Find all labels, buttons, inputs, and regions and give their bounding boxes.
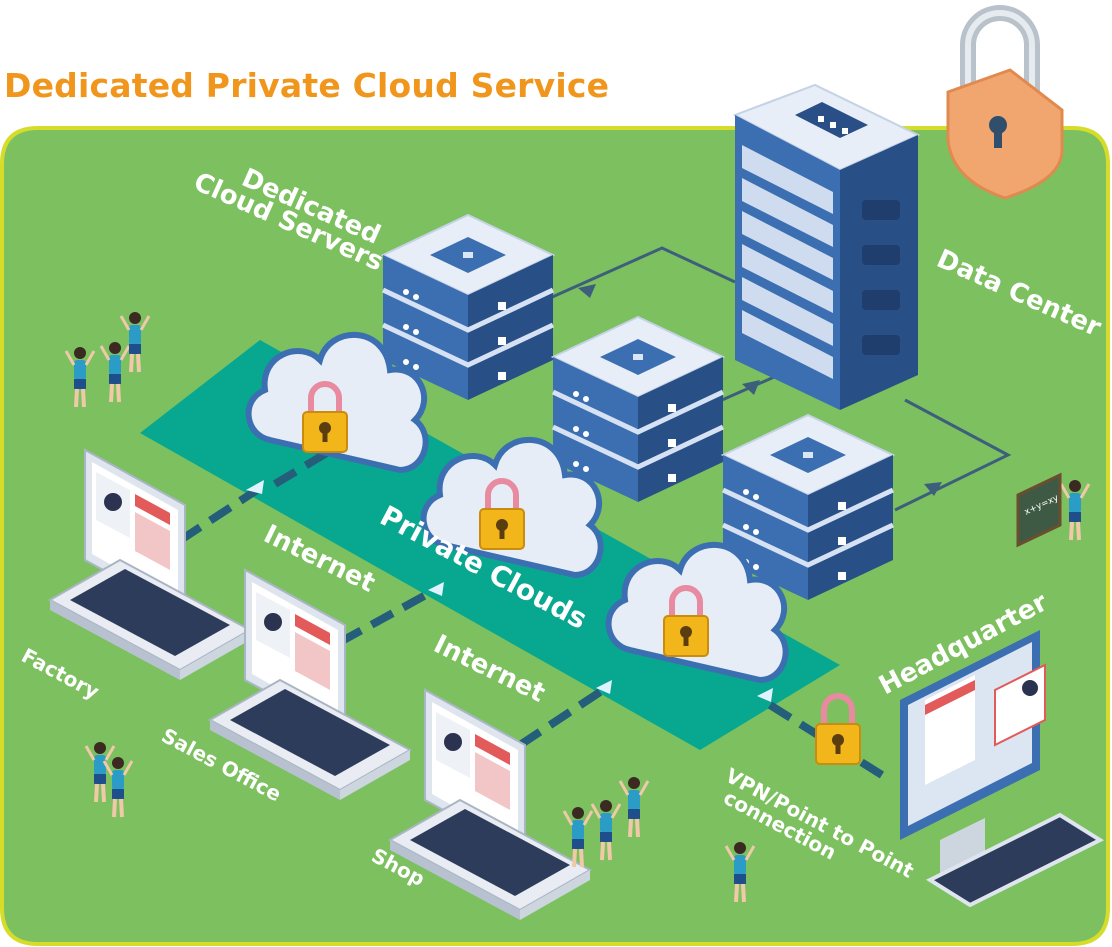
shield-lock-icon [946,5,1064,200]
link-arrow [246,480,264,494]
link-arrow [742,380,760,395]
link-arrow [428,582,444,596]
data-center-tower [732,83,921,410]
link-arrow [924,482,942,496]
blackboard: x+y=xy [1016,472,1062,548]
headquarter-desktop [900,630,1105,908]
link-arrow [578,284,596,298]
link-arrow [757,688,773,702]
link-arrow [596,680,612,694]
page-title: Dedicated Private Cloud Service [4,66,610,105]
